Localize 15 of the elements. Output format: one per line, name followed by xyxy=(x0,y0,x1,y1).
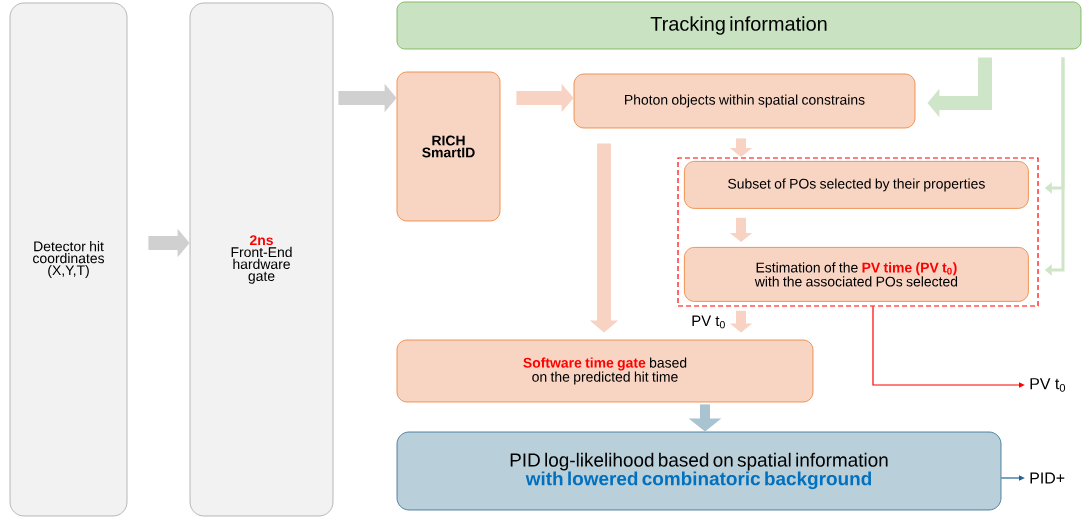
process-column: Detector hit coordinates (X,Y,T) xyxy=(9,2,128,517)
output-label: PID+ xyxy=(1030,472,1065,484)
arrow xyxy=(1000,475,1025,481)
process-box: Subset of POs selected by their properties xyxy=(684,161,1029,209)
output-label: PV t$_{0}$ xyxy=(1030,378,1066,392)
process-box: Estimation of the PV time (PV t$_{0}$) with the associated POs selected xyxy=(684,247,1029,302)
process-box: Photon objects within spatial constrains xyxy=(573,73,916,129)
input-bar: Tracking information xyxy=(396,1,1082,50)
process-column: 2ns Front-End hardware gate xyxy=(189,2,334,517)
dashed-group-box xyxy=(677,157,1039,307)
result-box: PID log-likelihood based on spatial information with lowered combinatoric background xyxy=(396,431,1002,511)
process-box: RICH SmartID xyxy=(396,71,501,222)
edge-label: PV t$_{0}$ xyxy=(690,314,727,330)
arrow xyxy=(872,306,1025,388)
process-box: Software time gate based on the predicted hit time xyxy=(396,339,814,403)
